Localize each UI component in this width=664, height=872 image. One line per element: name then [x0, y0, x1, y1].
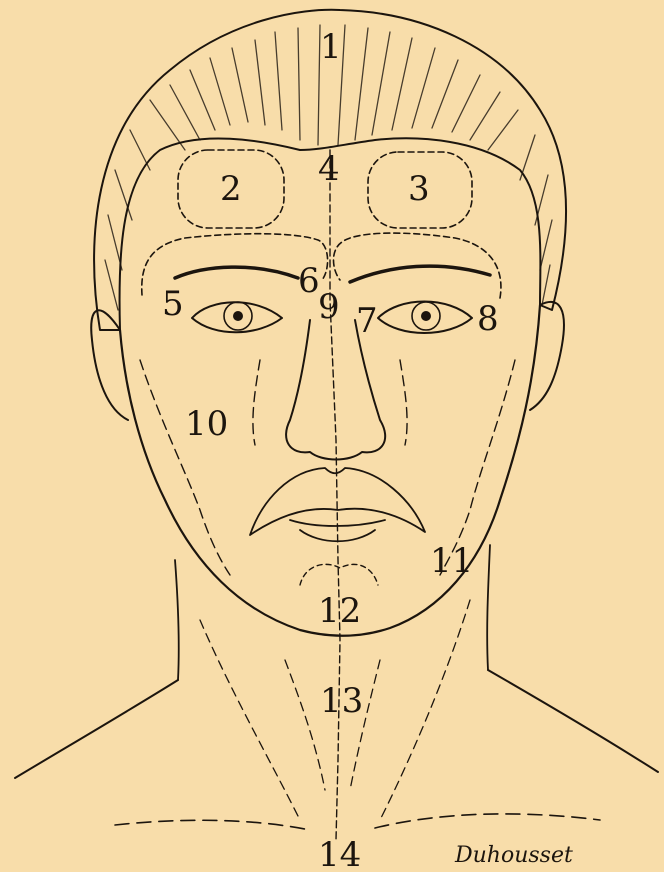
region-label-7: 7 [356, 301, 378, 341]
artist-signature: Duhousset [454, 843, 573, 868]
region-label-5: 5 [162, 284, 184, 324]
region-labels: 1 2 3 4 5 6 7 8 9 10 11 12 13 14 [162, 27, 499, 872]
region-label-2: 2 [220, 169, 242, 209]
region-label-8: 8 [477, 299, 499, 339]
region-label-14: 14 [318, 835, 361, 872]
region-label-9: 9 [318, 287, 340, 327]
region-label-3: 3 [408, 169, 430, 209]
collarbones [115, 814, 600, 830]
region-label-10: 10 [185, 404, 228, 444]
region-label-1: 1 [320, 27, 342, 67]
right-eye [378, 302, 472, 334]
left-ear [91, 310, 128, 420]
region-label-11: 11 [430, 541, 473, 581]
eyebrows [175, 266, 490, 282]
region-label-4: 4 [318, 149, 340, 189]
region-label-13: 13 [320, 681, 363, 721]
region-label-6: 6 [298, 261, 320, 301]
left-eye [192, 302, 282, 332]
region-label-12: 12 [318, 591, 361, 631]
face-outline [120, 305, 540, 636]
